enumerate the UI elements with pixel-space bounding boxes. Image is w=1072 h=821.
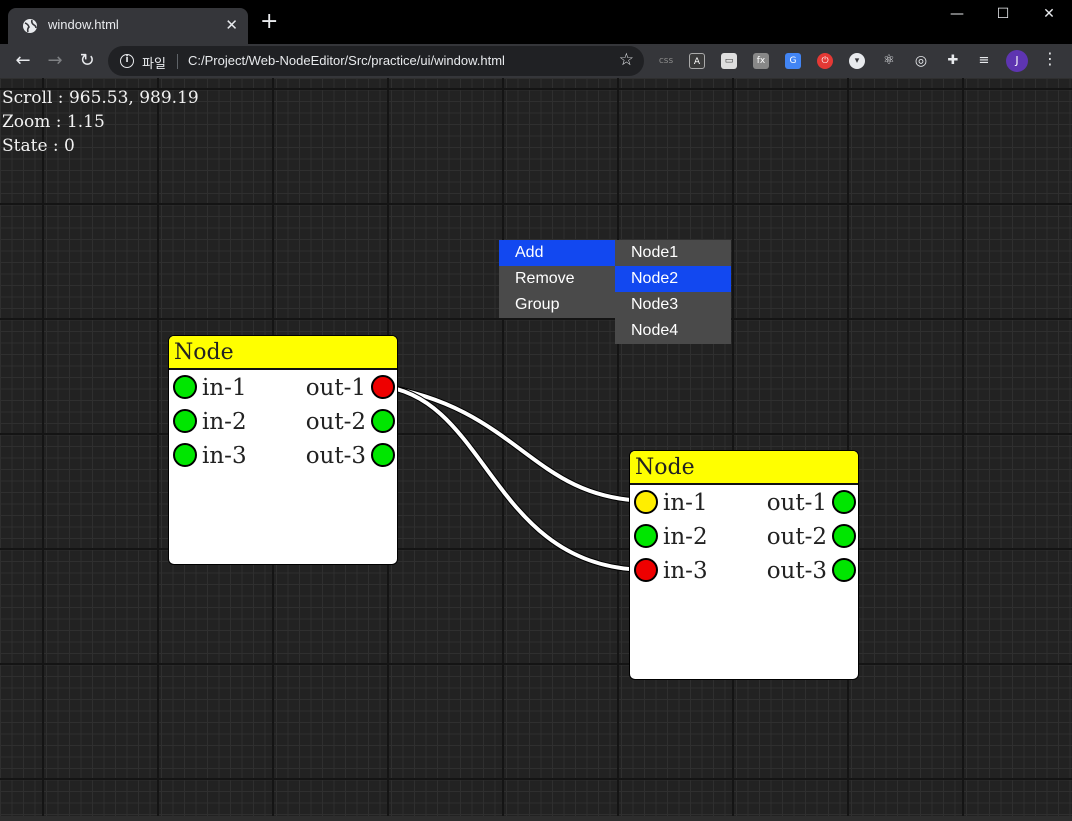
extensions-puzzle-icon[interactable]: ✚ [947, 53, 959, 68]
output-label: out-3 [305, 443, 366, 469]
react-devtools-icon[interactable]: ⚛ [883, 53, 895, 68]
submenu-item-node3[interactable]: Node3 [631, 296, 679, 313]
address-separator [177, 54, 178, 69]
output-port[interactable] [832, 558, 856, 582]
node-port-row: in-1 out-1 [630, 489, 858, 519]
input-port[interactable] [634, 558, 658, 582]
output-label: out-2 [766, 524, 827, 550]
menu-item-group[interactable]: Group [515, 296, 560, 313]
output-label: out-1 [766, 490, 827, 516]
output-label: out-2 [305, 409, 366, 435]
node-port-row: in-2 out-2 [630, 523, 858, 553]
horizontal-scrollbar[interactable] [0, 816, 1072, 821]
context-submenu: Node1 Node2 Node3 Node4 [615, 240, 731, 344]
forward-arrow-icon[interactable]: → [47, 50, 63, 71]
address-bar[interactable]: i 파일 C:/Project/Web-NodeEditor/Src/pract… [108, 46, 644, 76]
node-a[interactable]: Node in-1 out-1 in-2 out-2 in-3 out-3 [168, 335, 398, 565]
profile-avatar[interactable]: J [1006, 50, 1028, 72]
globe-icon [23, 19, 37, 33]
node-port-row: in-2 out-2 [169, 408, 397, 438]
connection-wire[interactable] [380, 383, 647, 573]
font-extension-icon[interactable]: A [689, 53, 705, 69]
status-readout: Scroll : 965.53, 989.19 Zoom : 1.15 Stat… [2, 86, 199, 158]
output-port[interactable] [371, 375, 395, 399]
tab-close-icon[interactable]: ✕ [225, 16, 238, 34]
input-label: in-3 [202, 443, 247, 469]
node-port-row: in-3 out-3 [169, 442, 397, 472]
url-text[interactable]: C:/Project/Web-NodeEditor/Src/practice/u… [188, 53, 505, 68]
input-label: in-3 [663, 558, 708, 584]
screen-extension-icon[interactable]: ▭ [721, 53, 737, 69]
star-icon[interactable]: ☆ [618, 50, 634, 70]
info-icon[interactable]: i [120, 54, 134, 68]
tab-title: window.html [48, 17, 119, 32]
tab-strip: window.html ✕ + — ☐ ✕ [0, 0, 1072, 44]
connection-wire[interactable] [380, 383, 647, 504]
media-queue-icon[interactable]: ≡ [978, 53, 990, 68]
reload-icon[interactable]: ↻ [79, 50, 95, 71]
maximize-button[interactable]: ☐ [996, 6, 1010, 22]
node-editor-canvas[interactable]: Scroll : 965.53, 989.19 Zoom : 1.15 Stat… [0, 78, 1072, 821]
output-port[interactable] [371, 409, 395, 433]
output-port[interactable] [371, 443, 395, 467]
kebab-menu-icon[interactable]: ⋮ [1042, 49, 1058, 68]
scroll-readout: Scroll : 965.53, 989.19 [2, 88, 199, 108]
output-port[interactable] [832, 490, 856, 514]
menu-item-add[interactable]: Add [499, 240, 615, 266]
css-extension-icon[interactable]: css [658, 56, 674, 66]
fx-extension-icon[interactable]: fx [753, 53, 769, 69]
input-port[interactable] [634, 490, 658, 514]
new-tab-button[interactable]: + [260, 9, 279, 34]
bookmark-extension-icon[interactable]: ▾ [849, 53, 865, 69]
target-extension-icon[interactable]: ◎ [914, 53, 928, 69]
browser-tab[interactable]: window.html ✕ [8, 8, 248, 44]
close-window-button[interactable]: ✕ [1043, 6, 1055, 22]
submenu-item-node2[interactable]: Node2 [615, 266, 731, 292]
output-port[interactable] [832, 524, 856, 548]
output-label: out-1 [305, 375, 366, 401]
browser-toolbar: ← → ↻ i 파일 C:/Project/Web-NodeEditor/Src… [0, 44, 1072, 78]
input-label: in-2 [663, 524, 708, 550]
output-label: out-3 [766, 558, 827, 584]
input-label: in-2 [202, 409, 247, 435]
context-menu: Add Remove Group [499, 240, 615, 318]
node-title[interactable]: Node [169, 336, 397, 370]
input-port[interactable] [634, 524, 658, 548]
input-port[interactable] [173, 443, 197, 467]
back-arrow-icon[interactable]: ← [15, 50, 31, 71]
state-readout: State : 0 [2, 136, 75, 156]
node-port-row: in-1 out-1 [169, 374, 397, 404]
power-extension-icon[interactable]: ⏻ [817, 53, 833, 69]
input-label: in-1 [202, 375, 247, 401]
minimize-button[interactable]: — [950, 6, 964, 22]
connection-layer [380, 383, 647, 573]
translate-extension-icon[interactable]: G [785, 53, 801, 69]
node-b[interactable]: Node in-1 out-1 in-2 out-2 in-3 out-3 [629, 450, 859, 680]
zoom-readout: Zoom : 1.15 [2, 112, 105, 132]
input-port[interactable] [173, 409, 197, 433]
node-port-row: in-3 out-3 [630, 557, 858, 587]
node-title[interactable]: Node [630, 451, 858, 485]
input-port[interactable] [173, 375, 197, 399]
input-label: in-1 [663, 490, 708, 516]
menu-item-remove[interactable]: Remove [515, 270, 575, 287]
submenu-item-node4[interactable]: Node4 [631, 322, 679, 339]
submenu-item-node1[interactable]: Node1 [631, 244, 679, 261]
scheme-label: 파일 [142, 57, 166, 72]
